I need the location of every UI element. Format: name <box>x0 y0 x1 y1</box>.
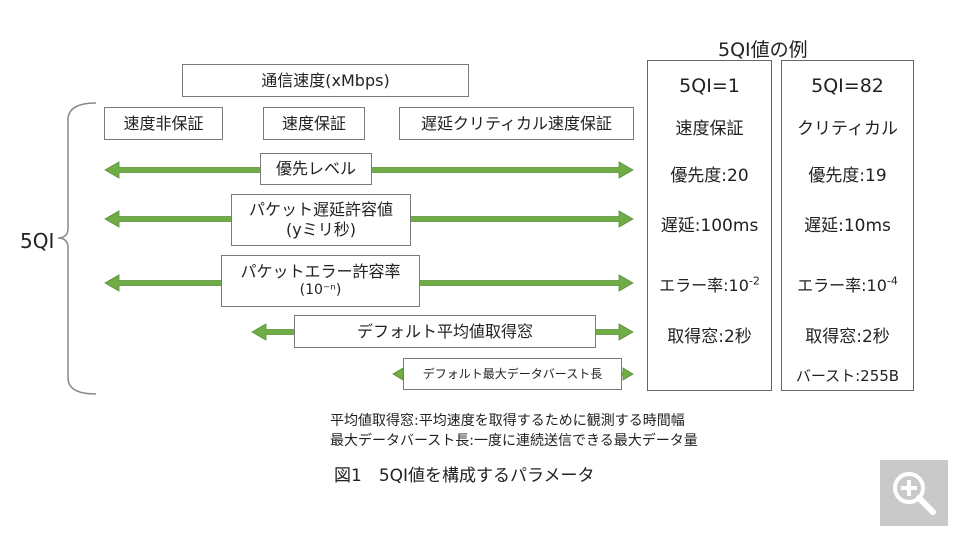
param-averaging-window: デフォルト平均値取得窓 <box>294 315 596 348</box>
zoom-in-icon <box>893 472 936 515</box>
param-delay: パケット遅延許容値 (yミリ秒) <box>231 194 411 246</box>
bandwidth-box: 通信速度(xMbps) <box>182 64 469 97</box>
param-error-rate: パケットエラー許容率 (10⁻ⁿ) <box>221 255 420 307</box>
example-window: 取得窓:2秒 <box>805 327 890 347</box>
example-burst: バースト:255B <box>795 367 900 385</box>
left-label: 5QI <box>20 229 55 253</box>
example-delay: 遅延:10ms <box>804 216 891 236</box>
example-type: 速度保証 <box>675 119 744 139</box>
zoom-button[interactable] <box>880 460 948 526</box>
note-max-burst: 最大データバースト長:一度に連続送信できる最大データ量 <box>330 433 698 449</box>
example-header: 5QI=82 <box>811 75 884 97</box>
example-column-5qi-82 <box>781 60 914 391</box>
example-column-5qi-1 <box>647 60 772 391</box>
speed-type-guaranteed: 速度保証 <box>263 107 365 140</box>
bandwidth-label: 通信速度(xMbps) <box>261 70 390 90</box>
figure-caption: 図1 5QI値を構成するパラメータ <box>334 466 595 486</box>
note-averaging-window: 平均値取得窓:平均速度を取得するために観測する時間幅 <box>330 413 685 429</box>
speed-type-nonguaranteed: 速度非保証 <box>104 107 223 140</box>
example-type: クリティカル <box>797 119 898 139</box>
examples-title: 5QI値の例 <box>718 39 808 61</box>
example-priority: 優先度:20 <box>670 166 749 186</box>
example-priority: 優先度:19 <box>808 166 887 186</box>
example-error-rate: エラー率:10-4 <box>797 274 898 295</box>
left-bracket <box>57 102 97 395</box>
param-max-burst: デフォルト最大データバースト長 <box>403 358 622 390</box>
example-window: 取得窓:2秒 <box>667 327 752 347</box>
param-priority: 優先レベル <box>260 153 372 185</box>
example-error-rate: エラー率:10-2 <box>659 274 760 295</box>
speed-type-delay-critical: 遅延クリティカル速度保証 <box>399 107 634 140</box>
example-header: 5QI=1 <box>679 75 740 97</box>
example-delay: 遅延:100ms <box>660 216 759 236</box>
